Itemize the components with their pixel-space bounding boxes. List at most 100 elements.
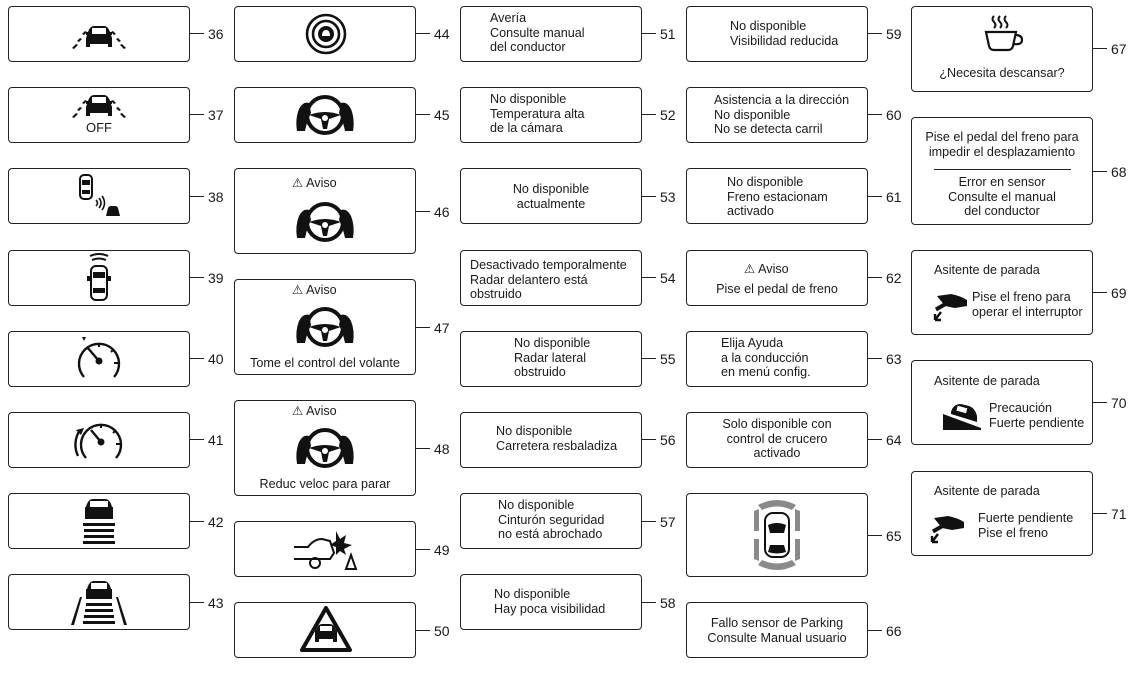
item-number: 40 xyxy=(208,351,224,367)
message-text: Tome el control del volante xyxy=(250,356,400,370)
item-number: 71 xyxy=(1111,506,1127,522)
item-number: 54 xyxy=(660,270,676,286)
message-text: Pise el pedal de freno xyxy=(686,282,868,297)
indicator-49-box xyxy=(234,521,416,577)
message-line: obstruido xyxy=(470,287,522,302)
message-58-box xyxy=(460,574,642,630)
message-line: Visibilidad reducida xyxy=(730,33,839,48)
panel-title: Asitente de parada xyxy=(934,374,1040,388)
item-number: 62 xyxy=(886,270,902,286)
message-text: ¿Necesita descansar? xyxy=(911,66,1093,81)
leader-line xyxy=(642,521,656,522)
item-number: 48 xyxy=(434,441,450,457)
message-line: Elija Ayuda xyxy=(721,336,784,350)
message-text: No disponible Visibilidad reducida xyxy=(730,19,838,48)
message-55-box xyxy=(460,331,642,387)
leader-line xyxy=(416,630,430,631)
leader-line xyxy=(868,196,882,197)
leader-line xyxy=(868,277,882,278)
leader-line xyxy=(416,448,430,449)
message-59-box xyxy=(686,6,868,62)
message-line: No disponible xyxy=(490,92,567,106)
message-63-box xyxy=(686,331,868,387)
panel-title: Asitente de parada xyxy=(934,263,1040,277)
message-text: No disponible Radar lateral obstruido xyxy=(514,336,590,380)
message-text: No disponible Carretera resbaladiza xyxy=(496,424,617,453)
message-text: No disponible actualmente xyxy=(460,182,642,211)
warning-label: Aviso xyxy=(306,404,337,418)
warning-triangle-icon: ⚠ xyxy=(744,262,756,276)
item-number: 60 xyxy=(886,107,902,123)
message-line: No disponible xyxy=(727,175,804,189)
item-number: 69 xyxy=(1111,285,1127,301)
leader-line xyxy=(868,535,882,536)
message-line: actualmente xyxy=(516,196,586,211)
message-line: obstruido xyxy=(514,365,566,380)
leader-line xyxy=(868,114,882,115)
item-number: 67 xyxy=(1111,41,1127,57)
leader-line xyxy=(868,358,882,359)
message-line: Consulte el manual xyxy=(948,189,1056,204)
message-line: control de crucero xyxy=(726,431,828,446)
lane-departure-car-icon xyxy=(72,26,126,49)
message-line: impedir el desplazamiento xyxy=(928,144,1076,159)
item-number: 50 xyxy=(434,623,450,639)
item-number: 58 xyxy=(660,595,676,611)
item-number: 70 xyxy=(1111,395,1127,411)
item-number: 68 xyxy=(1111,164,1127,180)
hands-on-wheel-icon xyxy=(296,202,354,242)
message-line: No disponible xyxy=(730,19,807,33)
message-61-box xyxy=(686,168,868,224)
item-number: 43 xyxy=(208,595,224,611)
leader-line xyxy=(642,602,656,603)
speed-limiter-icon xyxy=(77,337,121,378)
leader-line xyxy=(416,114,430,115)
message-text: Pise el pedal del freno para impedir el … xyxy=(911,130,1093,159)
message-62-box xyxy=(686,250,868,306)
message-line: Desactivado temporalmente xyxy=(470,258,627,272)
message-line: No disponible xyxy=(714,107,791,122)
message-text: Elija Ayuda a la conducción en menú conf… xyxy=(721,336,811,380)
distance-control-icon xyxy=(83,499,115,544)
message-text: Fuerte pendiente Pise el freno xyxy=(978,511,1073,540)
hands-on-wheel-icon xyxy=(296,428,354,468)
message-text: Precaución Fuerte pendiente xyxy=(989,401,1084,430)
message-line: Carretera resbaladiza xyxy=(496,438,618,453)
panel-title: Asitente de parada xyxy=(934,484,1040,498)
message-line: Freno estacionam xyxy=(727,189,828,204)
leader-line xyxy=(416,549,430,550)
item-number: 53 xyxy=(660,189,676,205)
message-51-box xyxy=(460,6,642,62)
message-line: Temperatura alta xyxy=(490,106,585,121)
hands-on-wheel-icon xyxy=(296,307,354,347)
leader-line xyxy=(190,602,204,603)
leader-line xyxy=(868,630,882,631)
message-text: No disponible Freno estacionam activado xyxy=(727,175,828,219)
message-64-box xyxy=(686,412,868,468)
item-number: 44 xyxy=(434,26,450,42)
warning-triangle-icon: ⚠ xyxy=(292,283,304,297)
message-line: Pise el freno xyxy=(978,525,1049,540)
item-number: 47 xyxy=(434,320,450,336)
warning-label: Aviso xyxy=(306,176,337,190)
warning-label: Aviso xyxy=(758,262,789,276)
message-57-box xyxy=(460,493,642,549)
item-number: 38 xyxy=(208,189,224,205)
message-line: a la conducción xyxy=(721,350,809,365)
message-line: activado xyxy=(727,204,774,219)
message-line: Radar delantero está xyxy=(470,272,588,287)
message-line: Avería xyxy=(490,11,527,25)
coffee-cup-icon xyxy=(984,15,1024,52)
traffic-assist-icon xyxy=(71,581,127,625)
item-number: 45 xyxy=(434,107,450,123)
message-70-box xyxy=(911,360,1093,445)
message-line: Pise el pedal de freno xyxy=(716,282,838,296)
message-line: Pise el freno para xyxy=(972,290,1071,304)
leader-line xyxy=(1093,292,1107,293)
brake-foot-icon xyxy=(933,294,967,322)
message-line: No disponible xyxy=(498,498,575,512)
leader-line xyxy=(642,358,656,359)
indicator-38-box xyxy=(8,168,190,224)
brake-foot-icon xyxy=(930,516,964,544)
item-number: 37 xyxy=(208,107,224,123)
